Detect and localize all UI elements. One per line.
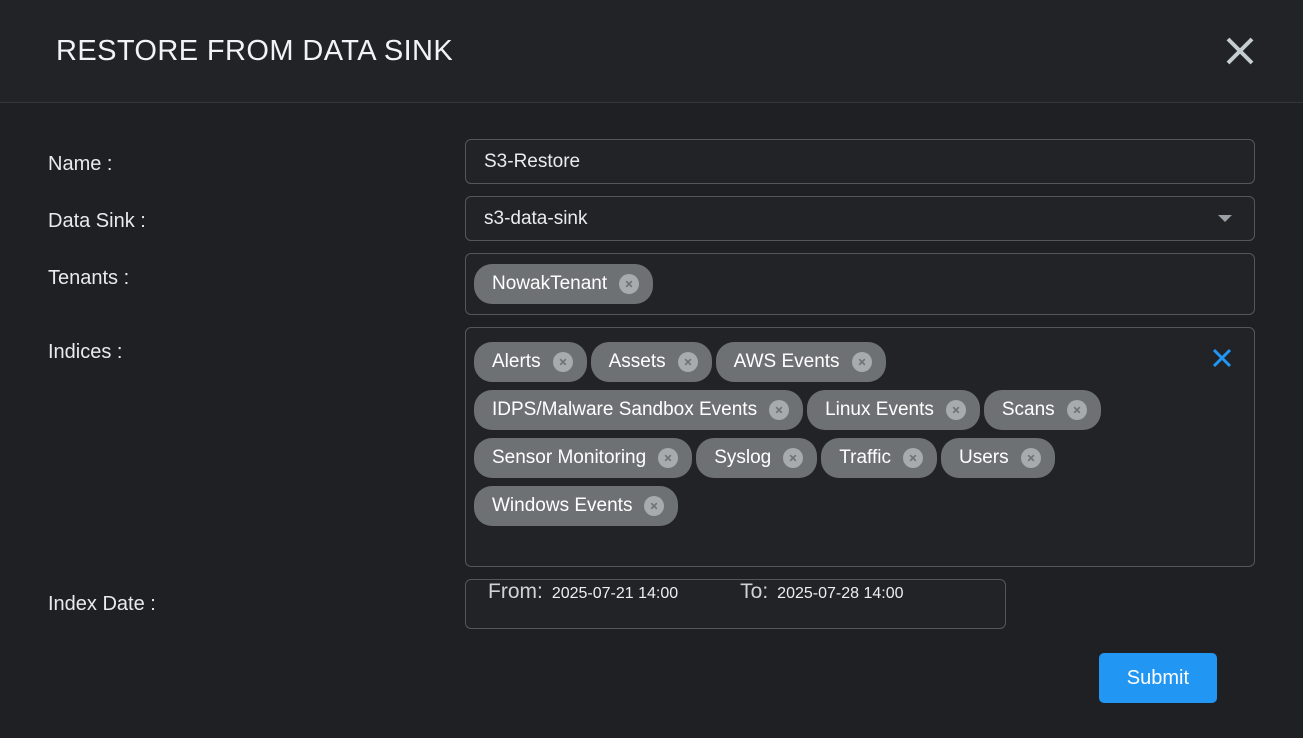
- form-row-name: Name : S3-Restore: [48, 139, 1255, 184]
- chip-remove-icon[interactable]: [552, 352, 573, 372]
- date-to-label: To:: [740, 580, 769, 603]
- chip-label: NowakTenant: [492, 273, 608, 294]
- chip-remove-icon[interactable]: [945, 400, 966, 420]
- chip-label: Linux Events: [825, 399, 934, 420]
- chip-remove-icon[interactable]: [769, 400, 790, 420]
- chip-remove-icon[interactable]: [851, 352, 872, 372]
- chip-remove-icon[interactable]: [783, 448, 804, 468]
- chip-remove-icon[interactable]: [1066, 400, 1087, 420]
- date-from-label: From:: [488, 580, 543, 603]
- name-input-value: S3-Restore: [484, 150, 581, 172]
- chip[interactable]: Users: [940, 438, 1055, 478]
- tenants-label: Tenants :: [48, 267, 130, 289]
- name-input[interactable]: S3-Restore: [465, 139, 1255, 184]
- date-from[interactable]: From: 2025-07-21 14:00: [488, 580, 678, 604]
- chip[interactable]: Syslog: [696, 438, 818, 478]
- chip-label: Alerts: [492, 351, 541, 372]
- chip-remove-icon[interactable]: [658, 448, 679, 468]
- clear-all-indices-icon[interactable]: [1208, 344, 1236, 372]
- chip[interactable]: AWS Events: [715, 342, 886, 382]
- index-date-label: Index Date :: [48, 593, 156, 615]
- data-sink-selected-value: s3-data-sink: [484, 207, 588, 229]
- date-from-value: 2025-07-21 14:00: [551, 585, 679, 602]
- chip[interactable]: Assets: [590, 342, 712, 382]
- index-date-range-picker[interactable]: From: 2025-07-21 14:00 To: 2025-07-28 14…: [465, 579, 1006, 629]
- chip[interactable]: Linux Events: [807, 390, 980, 430]
- chip[interactable]: Scans: [983, 390, 1101, 430]
- chip[interactable]: Sensor Monitoring: [474, 438, 693, 478]
- chip-remove-icon[interactable]: [644, 496, 665, 516]
- dialog-body: Name : S3-Restore Data Sink : s3-data-si…: [0, 103, 1303, 738]
- chip-label: Traffic: [839, 447, 891, 468]
- chip-label: Sensor Monitoring: [492, 447, 647, 468]
- name-label: Name :: [48, 153, 113, 175]
- chip-remove-icon[interactable]: [902, 448, 923, 468]
- chevron-down-icon: [1218, 215, 1232, 222]
- chip-label: IDPS/Malware Sandbox Events: [492, 399, 758, 420]
- chip-label: Scans: [1001, 399, 1055, 420]
- chip-label: Assets: [608, 351, 666, 372]
- chip[interactable]: NowakTenant: [474, 264, 654, 304]
- chip-remove-icon[interactable]: [677, 352, 698, 372]
- form-row-index-date: Index Date : From: 2025-07-21 14:00 To: …: [48, 579, 1255, 629]
- chip-label: AWS Events: [733, 351, 840, 372]
- chip[interactable]: Windows Events: [474, 486, 679, 526]
- close-button[interactable]: [1215, 26, 1265, 76]
- data-sink-select[interactable]: s3-data-sink: [465, 196, 1255, 241]
- chip-label: Users: [958, 447, 1009, 468]
- form-row-data-sink: Data Sink : s3-data-sink: [48, 196, 1255, 241]
- chip-label: Windows Events: [492, 495, 633, 516]
- chip[interactable]: Traffic: [821, 438, 937, 478]
- data-sink-label: Data Sink :: [48, 210, 146, 232]
- tenants-chip-list: NowakTenant: [474, 264, 1240, 304]
- dialog-header: RESTORE FROM DATA SINK: [0, 0, 1303, 103]
- chip-label: Syslog: [714, 447, 772, 468]
- indices-label: Indices :: [48, 341, 123, 363]
- tenants-multiselect[interactable]: NowakTenant: [465, 253, 1255, 315]
- date-to-value: 2025-07-28 14:00: [777, 585, 904, 602]
- chip[interactable]: Alerts: [474, 342, 587, 382]
- page-title: RESTORE FROM DATA SINK: [56, 34, 454, 67]
- form-row-tenants: Tenants : NowakTenant: [48, 253, 1255, 315]
- chip[interactable]: IDPS/Malware Sandbox Events: [474, 390, 804, 430]
- dialog-footer: Submit: [48, 653, 1255, 703]
- close-icon: [1221, 32, 1259, 70]
- chip-remove-icon[interactable]: [619, 274, 640, 294]
- chip-remove-icon[interactable]: [1020, 448, 1041, 468]
- date-to[interactable]: To: 2025-07-28 14:00: [740, 580, 903, 604]
- submit-button[interactable]: Submit: [1098, 653, 1217, 703]
